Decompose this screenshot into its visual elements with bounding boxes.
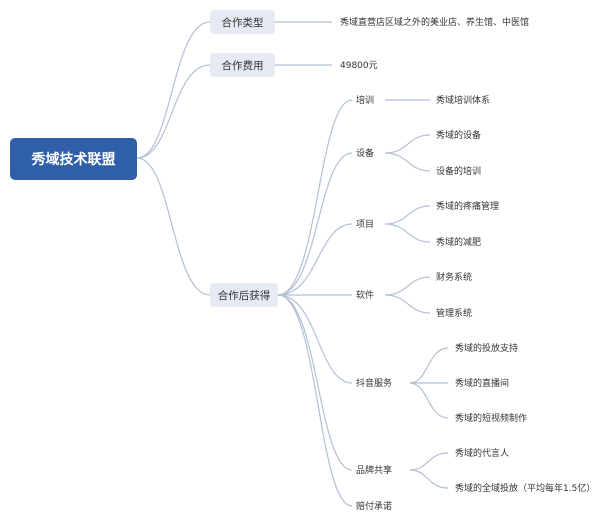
douyin-item-1: 秀域的投放支持 xyxy=(455,342,518,354)
edge-benefits-douyin xyxy=(277,294,353,384)
douyin-item-3: 秀域的短视频制作 xyxy=(455,412,527,424)
edge-project-item-1 xyxy=(384,205,431,225)
edge-root-type xyxy=(136,21,211,159)
type-item: 秀域直营店区域之外的美业店、养生馆、中医馆 xyxy=(340,16,529,28)
project-item-1: 秀域的疼痛管理 xyxy=(436,200,499,212)
root-label: 秀域技术联盟 xyxy=(31,151,116,168)
edges xyxy=(136,21,449,507)
edge-root-benefits xyxy=(136,157,211,296)
edge-project-item-2 xyxy=(384,223,431,243)
edge-software-item-1 xyxy=(384,276,431,296)
edge-equipment-item-2 xyxy=(384,152,431,172)
child-training[interactable]: 培训 xyxy=(356,94,374,106)
child-software[interactable]: 软件 xyxy=(356,289,374,301)
child-compensation[interactable]: 赔付承诺 xyxy=(356,500,392,512)
child-project[interactable]: 项目 xyxy=(356,219,374,230)
edge-benefits-compensation xyxy=(277,294,353,507)
equipment-item-1: 秀域的设备 xyxy=(436,129,481,141)
brand-item-2: 秀域的全域投放（平均每年1.5亿） xyxy=(455,482,595,494)
node-cooperation-fee[interactable]: 合作费用 xyxy=(210,53,275,77)
douyin-item-2: 秀域的直播间 xyxy=(455,377,509,389)
edge-benefits-brand xyxy=(277,294,353,471)
equipment-item-2: 设备的培训 xyxy=(436,165,481,177)
edge-douyin-item-3 xyxy=(409,382,449,419)
edge-douyin-item-1 xyxy=(409,347,449,384)
node-benefits-label: 合作后获得 xyxy=(218,289,271,302)
edge-benefits-training xyxy=(277,99,353,296)
node-cooperation-type-label: 合作类型 xyxy=(222,16,264,29)
root-node[interactable]: 秀域技术联盟 xyxy=(10,138,137,180)
edge-equipment-item-1 xyxy=(384,134,431,154)
edge-brand-item-1 xyxy=(409,452,449,471)
child-equipment[interactable]: 设备 xyxy=(356,147,374,159)
brand-item-1: 秀域的代言人 xyxy=(455,447,509,459)
edge-benefits-project xyxy=(277,223,353,296)
child-douyin[interactable]: 抖音服务 xyxy=(356,377,392,389)
software-item-1: 财务系统 xyxy=(436,271,472,283)
edge-software-item-2 xyxy=(384,294,431,314)
node-cooperation-fee-label: 合作费用 xyxy=(222,59,264,72)
edge-benefits-equipment xyxy=(277,152,353,296)
node-cooperation-type[interactable]: 合作类型 xyxy=(210,10,275,34)
edge-brand-item-2 xyxy=(409,469,449,489)
child-brand[interactable]: 品牌共享 xyxy=(356,464,392,476)
project-item-2: 秀域的减肥 xyxy=(436,236,481,248)
software-item-2: 管理系统 xyxy=(436,307,472,319)
training-item-1: 秀域培训体系 xyxy=(436,94,490,106)
edge-root-fee xyxy=(136,64,211,159)
node-benefits[interactable]: 合作后获得 xyxy=(210,283,278,307)
fee-item: 49800元 xyxy=(340,61,378,71)
